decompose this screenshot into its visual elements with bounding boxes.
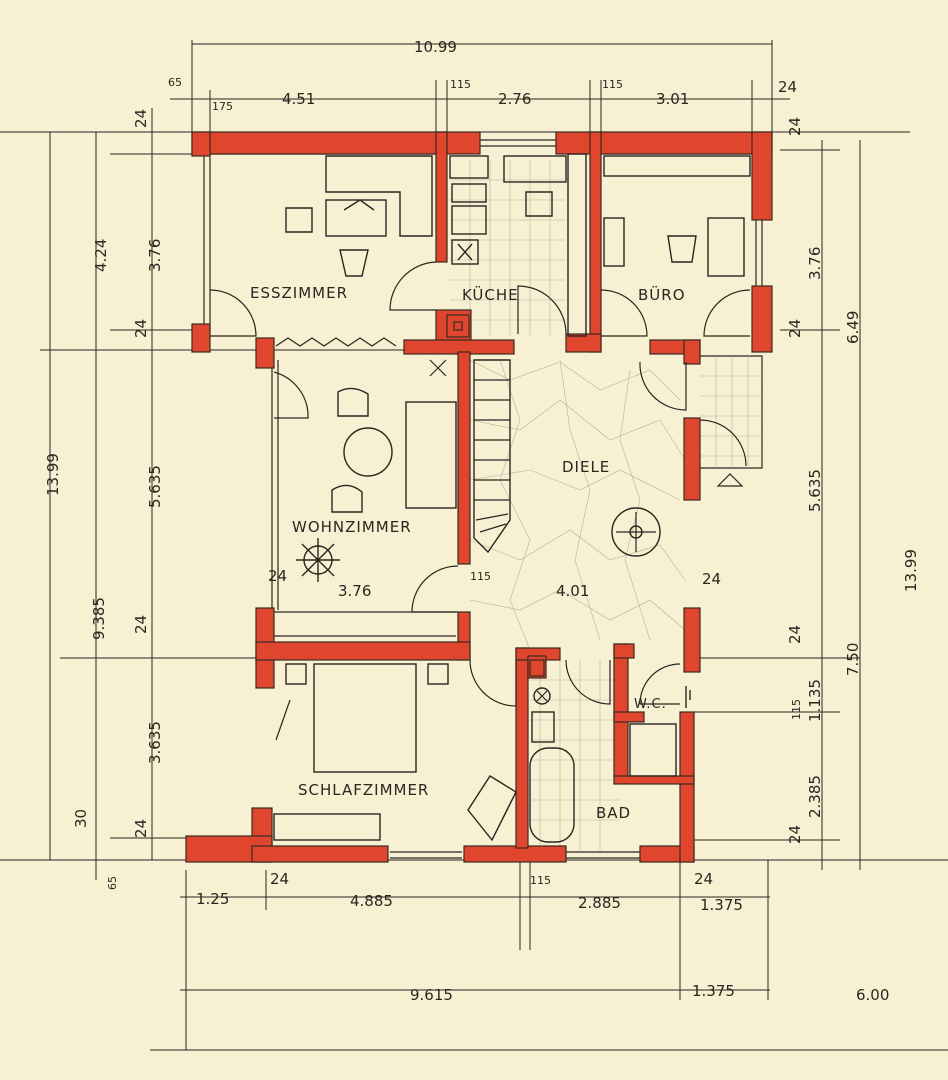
dim-bottom-2885: 2.885	[578, 894, 621, 912]
dim-left-24c: 24	[132, 615, 150, 634]
dim-top-115a: 115	[450, 78, 471, 91]
dimension-lines	[0, 40, 948, 1051]
kitchen-floor-tiles	[450, 160, 565, 335]
room-bad: BAD	[596, 804, 631, 822]
dim-top-65: 65	[168, 76, 182, 89]
dim-diele-24: 24	[702, 570, 721, 588]
room-diele: DIELE	[562, 458, 610, 476]
dim-bottom-24b: 24	[694, 870, 713, 888]
dim-wohn-width: 3.76	[338, 582, 371, 600]
dim-right-376: 3.76	[806, 247, 824, 280]
dim-left-5635: 5.635	[146, 465, 164, 508]
dim-bottom-125: 1.25	[196, 890, 229, 908]
dim-bottom-4885: 4.885	[350, 892, 393, 910]
dim-right-2385: 2.385	[806, 775, 824, 818]
furniture	[273, 153, 751, 843]
dim-left-24d: 24	[132, 819, 150, 838]
dim-left-65: 65	[106, 876, 119, 890]
room-wc: W.C.	[634, 697, 667, 712]
dim-right-649: 6.49	[844, 311, 862, 344]
dim-right-1135: 1.135	[806, 679, 824, 722]
dim-bottom-115: 115	[530, 874, 551, 887]
dim-top-276: 2.76	[498, 90, 531, 108]
dim-left-424: 4.24	[92, 239, 110, 272]
dim-left-9385: 9.385	[90, 597, 108, 640]
dim-left-30: 30	[72, 809, 90, 828]
walls	[185, 131, 773, 863]
dim-bottom-1375a: 1.375	[700, 896, 743, 914]
dim-right-24a: 24	[786, 117, 804, 136]
dim-bottom-1375b: 1.375	[692, 982, 735, 1000]
dim-diele-115: 115	[470, 570, 491, 583]
dim-left-3635: 3.635	[146, 721, 164, 764]
dim-left-24b: 24	[132, 319, 150, 338]
dim-right-1399: 13.99	[902, 549, 920, 592]
dimension-texts: 10.99 65 175 4.51 115 2.76 115 3.01 24 2…	[44, 38, 920, 1004]
dim-left-24a: 24	[132, 109, 150, 128]
dim-top-301: 3.01	[656, 90, 689, 108]
diele-stone-floor	[469, 359, 686, 651]
dim-top-115b: 115	[602, 78, 623, 91]
dim-bottom-600: 6.00	[856, 986, 889, 1004]
dim-left-1399: 13.99	[44, 453, 62, 496]
dim-left-376: 3.76	[146, 239, 164, 272]
dim-right-24b: 24	[786, 319, 804, 338]
dim-right-5635: 5.635	[806, 469, 824, 512]
dim-top-175: 175	[212, 100, 233, 113]
room-schlafzimmer: SCHLAFZIMMER	[298, 781, 429, 799]
dim-bottom-9615: 9.615	[410, 986, 453, 1004]
dim-right-750: 7.50	[844, 643, 862, 676]
dim-right-24c: 24	[786, 625, 804, 644]
dim-right-115: 115	[790, 699, 803, 720]
dim-right-24d: 24	[786, 825, 804, 844]
dim-bottom-24a: 24	[270, 870, 289, 888]
dim-top-24: 24	[778, 78, 797, 96]
room-buero: BÜRO	[638, 285, 686, 304]
dim-top-total: 10.99	[414, 38, 457, 56]
room-kueche: KÜCHE	[462, 285, 519, 304]
door-swings	[209, 261, 751, 741]
dim-wohn-24: 24	[268, 567, 287, 585]
folding-door	[275, 337, 397, 347]
room-wohnzimmer: WOHNZIMMER	[292, 518, 412, 536]
room-esszimmer: ESSZIMMER	[250, 284, 348, 302]
dim-diele-width: 4.01	[556, 582, 589, 600]
bad-floor-tiles	[530, 660, 620, 850]
dim-top-451: 4.51	[282, 90, 315, 108]
plant-icon	[296, 538, 340, 582]
room-labels: ESSZIMMER KÜCHE BÜRO DIELE WOHNZIMMER SC…	[250, 284, 686, 822]
